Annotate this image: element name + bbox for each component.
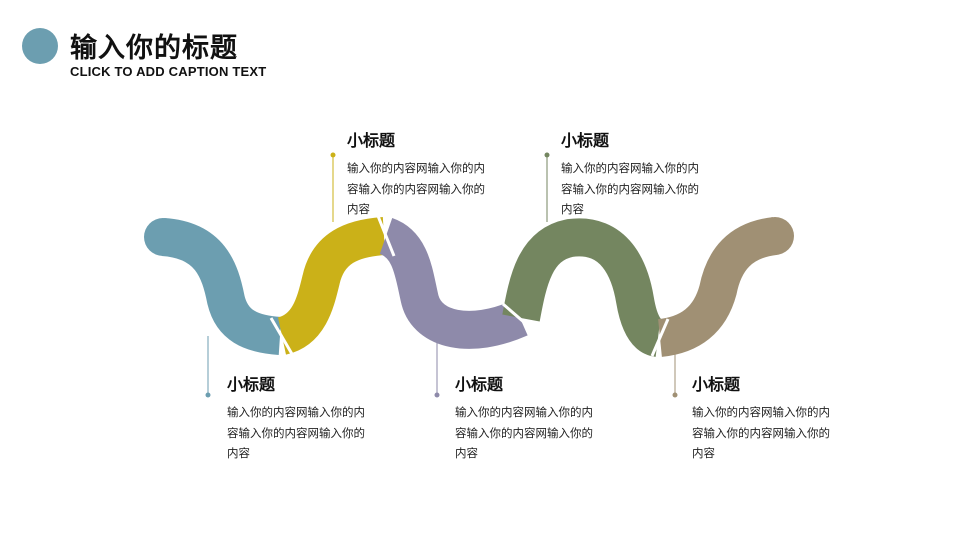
callout-4-title[interactable]: 小标题 <box>561 131 610 150</box>
callout-1: 小标题 输入你的内容网输入你的内容输入你的内容网输入你的内容 <box>227 375 377 464</box>
wave-separator <box>269 317 294 355</box>
callout-1-body[interactable]: 输入你的内容网输入你的内容输入你的内容网输入你的内容 <box>227 405 365 460</box>
wave-separator <box>376 215 396 257</box>
callout-3-title[interactable]: 小标题 <box>455 375 504 394</box>
connector-dot-2 <box>330 152 336 158</box>
wave-segment-4 <box>502 218 664 357</box>
callout-2: 小标题 输入你的内容网输入你的内容输入你的内容网输入你的内容 <box>347 131 497 220</box>
callout-3: 小标题 输入你的内容网输入你的内容输入你的内容网输入你的内容 <box>455 375 605 464</box>
header-circle-icon <box>22 28 58 64</box>
page-subtitle[interactable]: CLICK TO ADD CAPTION TEXT <box>70 64 267 79</box>
wave-segment-2 <box>276 217 386 355</box>
callout-5: 小标题 输入你的内容网输入你的内容输入你的内容网输入你的内容 <box>692 375 842 464</box>
wave-separator <box>650 318 670 357</box>
wave-segment-3 <box>378 218 528 349</box>
callout-5-body[interactable]: 输入你的内容网输入你的内容输入你的内容网输入你的内容 <box>692 405 830 460</box>
callout-3-body[interactable]: 输入你的内容网输入你的内容输入你的内容网输入你的内容 <box>455 405 593 460</box>
wave-segment-5-cap <box>756 217 794 255</box>
callout-5-title[interactable]: 小标题 <box>692 375 741 394</box>
wave-separator <box>502 302 534 332</box>
callout-2-title[interactable]: 小标题 <box>347 131 396 150</box>
connector-dot-4 <box>544 152 550 158</box>
connector-dot-3 <box>434 392 440 398</box>
wave-segment-5 <box>657 217 779 357</box>
wave-segment-1 <box>160 218 282 355</box>
connector-dot-5 <box>672 392 678 398</box>
connector-dot-1 <box>205 392 211 398</box>
callout-4-body[interactable]: 输入你的内容网输入你的内容输入你的内容网输入你的内容 <box>561 161 699 216</box>
page-title[interactable]: 输入你的标题 <box>70 33 238 64</box>
wave-segment-1-cap <box>144 218 182 256</box>
callout-1-title[interactable]: 小标题 <box>227 375 276 394</box>
callout-2-body[interactable]: 输入你的内容网输入你的内容输入你的内容网输入你的内容 <box>347 161 485 216</box>
callout-4: 小标题 输入你的内容网输入你的内容输入你的内容网输入你的内容 <box>561 131 711 220</box>
